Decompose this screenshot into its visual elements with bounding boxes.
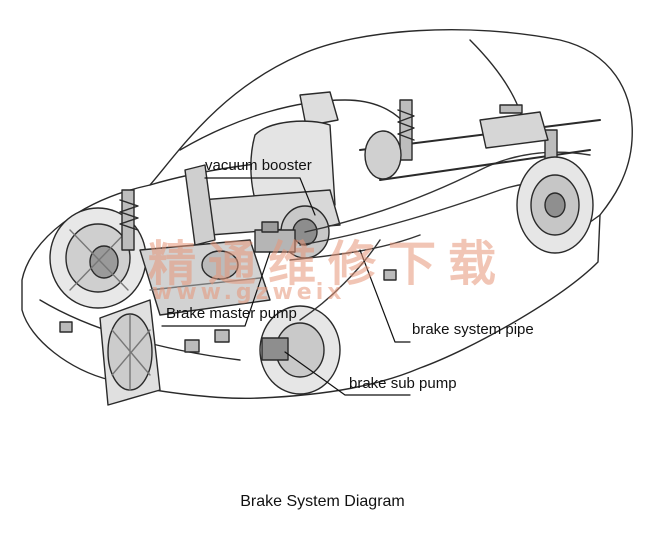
label-vacuum-booster: vacuum booster xyxy=(205,157,312,174)
radiator-fan xyxy=(99,299,161,406)
engine-block xyxy=(139,239,271,316)
rear-axle xyxy=(359,99,601,181)
leader-sub-pump xyxy=(284,351,411,396)
leader-brake-pipe xyxy=(359,249,411,343)
label-brake-system-pipe: brake system pipe xyxy=(412,321,534,338)
diagram-caption: Brake System Diagram xyxy=(240,493,405,510)
label-brake-sub-pump: brake sub pump xyxy=(349,375,457,392)
leader-vacuum-booster xyxy=(204,177,316,216)
brake-master-pump-part xyxy=(254,221,296,253)
misc-parts xyxy=(59,104,523,353)
label-brake-master-pump: Brake master pump xyxy=(166,305,297,322)
front-suspension-strut xyxy=(119,189,139,251)
leader-lines xyxy=(161,177,411,396)
front-right-wheel xyxy=(259,305,341,395)
rear-right-wheel xyxy=(516,156,594,254)
watermark-url: www.gzweix xyxy=(152,280,346,305)
watermark-chinese: 精通维修下载 xyxy=(148,236,509,292)
leader-master-pump xyxy=(161,251,271,327)
fuel-tank xyxy=(479,111,549,149)
